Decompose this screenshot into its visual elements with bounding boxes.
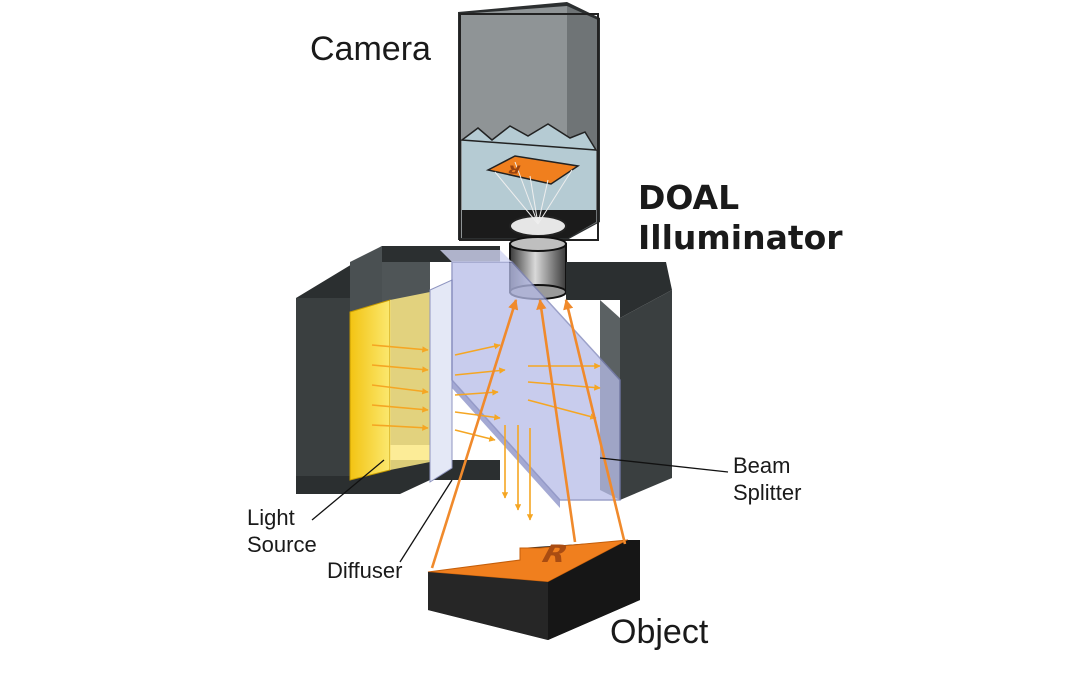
label-light: Light <box>247 505 295 530</box>
title-illuminator: Illuminator <box>638 218 843 257</box>
reflected-rays <box>430 298 627 569</box>
leader-light-source <box>311 459 385 521</box>
label-source: Source <box>247 532 317 557</box>
label-diffuser: Diffuser <box>327 558 403 583</box>
diffuser <box>429 279 453 483</box>
camera-cutaway <box>462 124 596 236</box>
camera <box>458 2 600 241</box>
label-object: Object <box>610 613 709 651</box>
camera-internal-rays <box>494 161 573 225</box>
label-beam: Beam <box>733 453 791 478</box>
leader-diffuser <box>399 479 453 563</box>
light-source <box>349 292 430 481</box>
label-splitter: Splitter <box>733 480 802 505</box>
object <box>427 539 640 640</box>
label-camera: Camera <box>310 30 431 68</box>
leader-beam-splitter <box>599 457 729 473</box>
title-doal: DOAL <box>638 178 740 217</box>
leader-lines <box>311 457 729 563</box>
beam-splitter <box>440 250 621 508</box>
camera-sensor <box>485 155 581 185</box>
camera-aperture <box>509 215 567 237</box>
